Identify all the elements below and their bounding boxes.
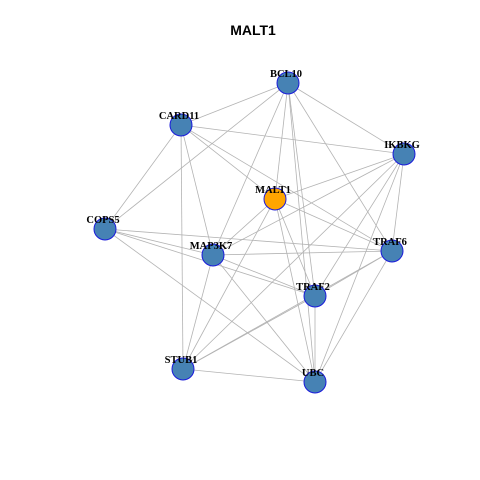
node-label-traf6: TRAF6	[373, 237, 407, 248]
node-label-cops5: COPS5	[86, 215, 119, 226]
node-bcl10	[276, 71, 300, 95]
edge-bcl10-map3k7	[212, 82, 289, 256]
edge-card11-cops5	[104, 124, 182, 230]
edge-cops5-traf6	[104, 228, 393, 252]
node-traf2	[303, 284, 327, 308]
node-stub1	[171, 357, 195, 381]
node-ikbkg	[392, 142, 416, 166]
edge-bcl10-ubc	[287, 82, 316, 383]
edge-card11-ikbkg	[180, 124, 405, 155]
edge-map3k7-traf2	[212, 254, 316, 297]
edge-bcl10-ikbkg	[287, 82, 405, 155]
edge-malt1-traf2	[274, 198, 316, 297]
edge-map3k7-stub1	[182, 254, 214, 370]
edge-traf2-stub1	[182, 295, 316, 370]
node-label-malt1: MALT1	[255, 185, 291, 196]
node-map3k7	[201, 243, 225, 267]
node-label-ubc: UBC	[302, 368, 324, 379]
edge-bcl10-cops5	[104, 82, 289, 230]
edge-layer	[104, 82, 405, 383]
edge-bcl10-traf6	[287, 82, 393, 252]
edge-malt1-stub1	[182, 198, 276, 370]
node-label-stub1: STUB1	[165, 355, 198, 366]
node-cops5	[93, 217, 117, 241]
node-label-traf2: TRAF2	[296, 282, 330, 293]
edge-traf6-ubc	[314, 250, 393, 383]
node-label-ikbkg: IKBKG	[384, 140, 420, 151]
edge-map3k7-ubc	[212, 254, 316, 383]
edge-malt1-ubc	[274, 198, 316, 383]
edge-ikbkg-traf6	[391, 153, 405, 252]
edge-malt1-map3k7	[212, 198, 276, 256]
edge-card11-stub1	[180, 124, 184, 370]
edge-ikbkg-traf2	[314, 153, 405, 297]
node-traf6	[380, 239, 404, 263]
edge-bcl10-card11	[180, 82, 289, 126]
edge-card11-map3k7	[180, 124, 214, 256]
edge-bcl10-malt1	[274, 82, 289, 200]
node-label-bcl10: BCL10	[270, 69, 302, 80]
node-label-map3k7: MAP3K7	[190, 241, 233, 252]
node-malt1	[263, 187, 287, 211]
edge-map3k7-traf6	[212, 250, 393, 256]
node-ubc	[303, 370, 327, 394]
edge-stub1-ubc	[182, 368, 316, 383]
edge-cops5-map3k7	[104, 228, 214, 256]
plot-title: MALT1	[230, 22, 276, 38]
edge-ikbkg-stub1	[182, 153, 405, 370]
edge-ikbkg-map3k7	[212, 153, 405, 256]
edge-card11-malt1	[180, 124, 276, 200]
node-label-card11: CARD11	[159, 111, 199, 122]
node-layer	[93, 71, 416, 394]
node-card11	[169, 113, 193, 137]
edge-ikbkg-ubc	[314, 153, 405, 383]
edge-ikbkg-malt1	[274, 153, 405, 200]
edge-malt1-traf6	[274, 198, 393, 252]
edge-cops5-ubc	[104, 228, 316, 383]
